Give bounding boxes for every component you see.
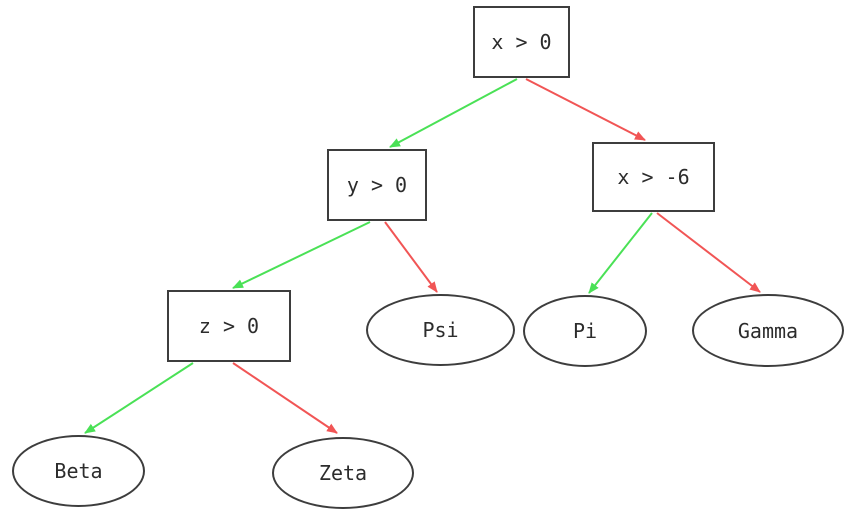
node-label: x > -6 xyxy=(617,165,690,189)
node-x-gt-neg6: x > -6 xyxy=(592,142,715,212)
edge-z0-to-beta-true xyxy=(84,362,194,434)
node-label: Gamma xyxy=(737,318,799,343)
node-zeta: Zeta xyxy=(272,437,414,509)
edge-z0-to-zeta-false xyxy=(232,362,338,434)
edge-y0-to-psi-false xyxy=(384,221,438,293)
edge-x0-to-y0-true xyxy=(389,78,518,148)
node-label: Pi xyxy=(572,319,598,343)
node-y-gt-0: y > 0 xyxy=(327,149,427,221)
node-label: Psi xyxy=(422,318,459,342)
edge-xneg6-to-pi-true xyxy=(588,212,653,294)
node-pi: Pi xyxy=(523,295,647,367)
node-label: Zeta xyxy=(318,461,368,485)
node-label: z > 0 xyxy=(198,314,260,338)
edge-x0-to-xneg6-false xyxy=(525,78,646,141)
node-label: y > 0 xyxy=(346,173,408,197)
node-gamma: Gamma xyxy=(692,294,844,367)
node-z-gt-0: z > 0 xyxy=(167,290,291,362)
node-beta: Beta xyxy=(12,435,145,507)
node-x-gt-0: x > 0 xyxy=(473,6,570,78)
node-label: Beta xyxy=(54,459,103,483)
edge-xneg6-to-gamma-false xyxy=(656,212,761,293)
node-psi: Psi xyxy=(366,294,515,366)
node-label: x > 0 xyxy=(491,30,552,54)
edge-y0-to-z0-true xyxy=(232,221,371,289)
